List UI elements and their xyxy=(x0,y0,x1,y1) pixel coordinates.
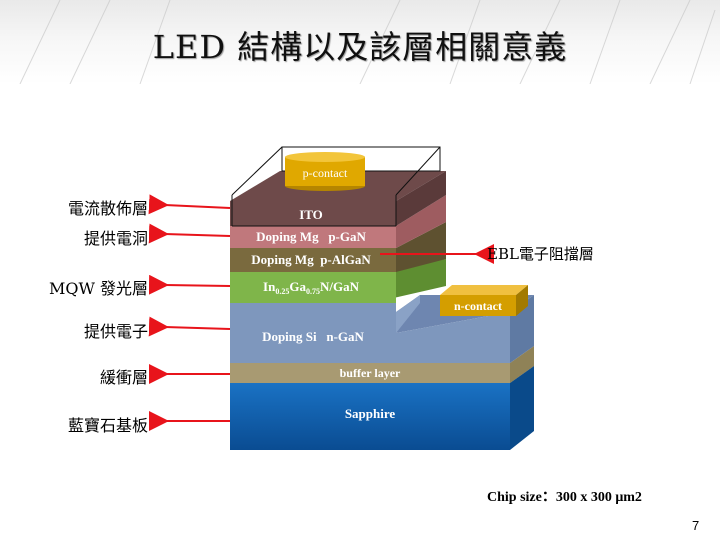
mqw-rest: N/GaN xyxy=(320,279,360,294)
wireframe-outline xyxy=(231,146,441,227)
ito-layer xyxy=(230,201,396,226)
p-gan-label: Doping Mg p-GaN xyxy=(256,229,366,244)
p-algan-side xyxy=(396,222,446,272)
mqw-layer-right xyxy=(372,272,396,303)
sapphire-label: Sapphire xyxy=(345,406,396,421)
label-substrate: 藍寶石基板 xyxy=(67,416,148,435)
p-gan-side xyxy=(396,195,446,248)
p-contact-label: p-contact xyxy=(303,166,348,180)
banner-texture xyxy=(19,0,716,84)
n-gan-step-face xyxy=(396,295,420,333)
buffer-side xyxy=(510,346,534,383)
label-hole-supply: 提供電洞 xyxy=(83,229,148,248)
sapphire-side xyxy=(510,366,534,450)
page-number: 7 xyxy=(692,518,700,533)
p-algan-label: Doping Mg p-AlGaN xyxy=(251,252,371,267)
mqw-label: In0.25Ga0.75N/GaN xyxy=(263,279,360,296)
ito-label: ITO xyxy=(299,207,323,222)
label-current-spreading: 電流散佈層 xyxy=(67,199,148,218)
label-ebl: EBL電子阻擋層 xyxy=(487,245,594,263)
arrow-electron-supply xyxy=(148,316,231,337)
p-contact-top xyxy=(285,152,365,162)
page-title: LED 結構以及該層相關意義 xyxy=(152,28,568,66)
n-contact-top xyxy=(440,285,528,295)
arrow-mqw xyxy=(148,274,231,295)
mqw-ga: Ga xyxy=(289,279,306,294)
n-contact xyxy=(440,295,516,316)
label-buffer: 緩衝層 xyxy=(99,368,148,387)
ito-side xyxy=(396,171,446,226)
n-gan-front-right xyxy=(396,333,510,363)
mqw-ga-sub: 0.75 xyxy=(306,287,320,296)
p-gan-layer xyxy=(230,226,396,248)
title-banner: LED 結構以及該層相關意義 xyxy=(0,0,720,84)
mqw-in: In xyxy=(263,279,276,294)
buffer-layer xyxy=(230,363,510,383)
buffer-label: buffer layer xyxy=(340,366,401,380)
n-gan-front xyxy=(230,303,396,363)
label-mqw: MQW 發光層 xyxy=(48,279,148,298)
n-contact-label: n-contact xyxy=(454,299,502,313)
p-algan-layer xyxy=(230,248,396,272)
chip-size-note: Chip size：300 x 300 μm2 xyxy=(487,490,642,505)
sapphire-layer xyxy=(230,383,510,450)
mqw-layer xyxy=(230,272,372,303)
mqw-in-sub: 0.25 xyxy=(275,287,289,296)
n-contact-side xyxy=(516,285,528,316)
n-gan-label: Doping Si n-GaN xyxy=(262,329,364,344)
label-electron-supply: 提供電子 xyxy=(83,322,148,341)
arrow-current-spreading xyxy=(148,194,231,215)
arrow-hole-supply xyxy=(148,223,231,244)
